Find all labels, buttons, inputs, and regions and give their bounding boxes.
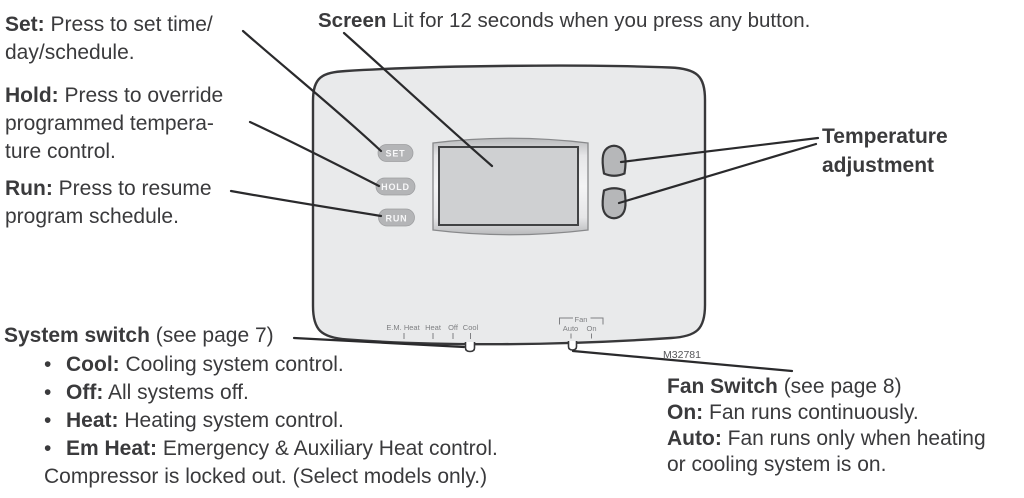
bullet-em-heat-continuation: Compressor is locked out. (Select models… — [44, 465, 488, 488]
leader-fan-switch-line — [571, 349, 794, 373]
system-switch-title: System switch (see page 7) — [4, 322, 498, 350]
screen-callout-lead: Screen — [318, 9, 387, 32]
run-callout-rest: Press to resume — [52, 177, 212, 200]
run-button-label: RUN — [386, 214, 408, 224]
hold-callout-line1: Hold: Press to override — [5, 82, 223, 110]
system-switch-callout: System switch (see page 7) • Cool: Cooli… — [4, 322, 498, 491]
screen-callout-rest: Lit for 12 seconds when you press any bu… — [386, 9, 811, 32]
leader-system-switch-line — [292, 336, 466, 349]
system-switch-ticks — [403, 333, 471, 339]
screen-callout: Screen Lit for 12 seconds when you press… — [318, 7, 810, 35]
hold-button-label: HOLD — [381, 182, 410, 192]
bullet-heat-lead: Heat: — [66, 409, 119, 432]
system-label-heat: Heat — [425, 323, 442, 332]
bullet-text: Cool: Cooling system control. — [66, 351, 344, 379]
set-callout-lead: Set: — [5, 13, 45, 36]
bullet-cool-lead: Cool: — [66, 353, 120, 376]
set-button-label: SET — [386, 149, 406, 159]
leader-set-line — [241, 29, 383, 153]
fan-switch-ticks — [570, 333, 592, 339]
hold-callout: Hold: Press to override programmed tempe… — [5, 82, 223, 166]
fan-switch-knob — [567, 341, 578, 351]
bullet-heat-rest: Heating system control. — [118, 409, 344, 432]
bullet-em-heat-lead: Em Heat: — [66, 437, 158, 460]
system-label-cool: Cool — [463, 323, 479, 332]
bullet-text: Em Heat: Emergency & Auxiliary Heat cont… — [66, 435, 498, 463]
bullet-dot: • — [44, 353, 52, 376]
screen-callout-line: Screen Lit for 12 seconds when you press… — [318, 7, 810, 35]
fan-switch-auto-line2: or cooling system is on. — [667, 453, 887, 476]
leader-lines — [229, 29, 820, 373]
fan-switch-on-line: On: Fan runs continuously. — [667, 400, 986, 426]
bullet-text: Heat: Heating system control. — [66, 407, 344, 435]
hold-callout-lead: Hold: — [5, 84, 59, 107]
fan-switch-auto-line: Auto: Fan runs only when heating — [667, 426, 986, 452]
run-callout-line1: Run: Press to resume — [5, 175, 212, 203]
fan-auto-rest: Fan runs only when heating — [721, 427, 986, 450]
fan-on-label: On — [586, 324, 596, 333]
system-switch-bullet-list: • Cool: Cooling system control. • Off: A… — [44, 351, 498, 491]
temperature-callout-line2: adjustment — [822, 154, 935, 177]
run-callout-lead: Run: — [5, 177, 53, 200]
leader-screen-line — [342, 31, 494, 168]
set-button: SET — [377, 144, 414, 162]
fan-switch-title-rest: (see page 8) — [777, 375, 902, 398]
leader-temp-up-line — [619, 136, 820, 164]
system-switch-title-lead: System switch — [4, 324, 150, 347]
run-callout: Run: Press to resume program schedule. — [5, 175, 212, 231]
set-callout-line2: day/schedule. — [5, 41, 135, 64]
fan-switch-title: Fan Switch (see page 8) — [667, 374, 986, 400]
run-callout-line2: program schedule. — [5, 205, 179, 228]
bullet-off-rest: All systems off. — [103, 381, 249, 404]
bullet-em-heat-rest: Emergency & Auxiliary Heat control. — [157, 437, 498, 460]
run-button: RUN — [378, 208, 415, 227]
bullet-dot: • — [44, 381, 52, 404]
bullet-item-em-heat: • Em Heat: Emergency & Auxiliary Heat co… — [44, 435, 498, 463]
bullet-item-heat: • Heat: Heating system control. — [44, 407, 498, 435]
bullet-dot: • — [44, 437, 52, 460]
system-label-off: Off — [448, 323, 459, 332]
bullet-cool-rest: Cooling system control. — [119, 353, 344, 376]
system-switch-knob — [464, 342, 476, 353]
set-callout-rest: Press to set time/ — [44, 13, 213, 36]
fan-auto-label: Auto — [563, 324, 578, 333]
system-label-em-heat: E.M. Heat — [386, 323, 420, 332]
bullet-item-off: • Off: All systems off. — [44, 379, 498, 407]
hold-callout-line3: ture control. — [5, 140, 116, 163]
screen-display — [438, 146, 579, 226]
model-number: M32781 — [663, 349, 701, 361]
bullet-off-lead: Off: — [66, 381, 104, 404]
fan-label: Fan — [575, 315, 588, 324]
hold-callout-line2: programmed tempera- — [5, 112, 214, 135]
fan-switch-scale: Fan Auto On — [559, 315, 604, 339]
set-callout: Set: Press to set time/ day/schedule. — [5, 11, 213, 67]
fan-bracket — [559, 317, 604, 325]
temp-up-button — [601, 144, 627, 177]
temp-down-button — [601, 187, 627, 220]
bullet-dot: • — [44, 409, 52, 432]
leader-run-line — [229, 189, 383, 218]
hold-callout-rest: Press to override — [58, 84, 224, 107]
fan-on-rest: Fan runs continuously. — [703, 401, 919, 424]
set-callout-line1: Set: Press to set time/ — [5, 11, 213, 39]
system-switch-scale: E.M. Heat Heat Off Cool — [386, 323, 479, 339]
fan-switch-callout: Fan Switch (see page 8) On: Fan runs con… — [667, 374, 986, 478]
temperature-callout: Temperature adjustment — [822, 122, 948, 180]
system-switch-title-rest: (see page 7) — [149, 324, 274, 347]
fan-switch-title-lead: Fan Switch — [667, 375, 778, 398]
fan-on-lead: On: — [667, 401, 704, 424]
temperature-callout-line1: Temperature — [822, 125, 948, 148]
leader-temp-down-line — [617, 142, 818, 205]
hold-button: HOLD — [375, 177, 416, 196]
bullet-text: Off: All systems off. — [66, 379, 249, 407]
leader-hold-line — [248, 120, 381, 188]
bullet-item-cool: • Cool: Cooling system control. — [44, 351, 498, 379]
fan-auto-lead: Auto: — [667, 427, 722, 450]
